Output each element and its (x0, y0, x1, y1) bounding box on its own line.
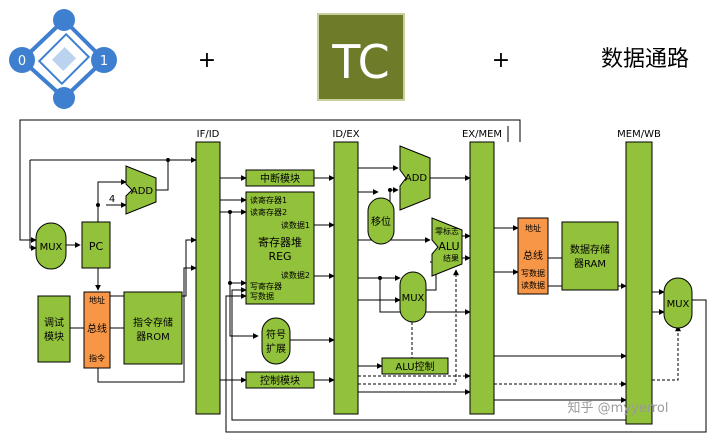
interrupt-module-block (245, 169, 315, 187)
instruction-rom-block (123, 291, 183, 365)
sign-extend-label-1: 符号 (266, 328, 286, 341)
header: 0 1 + TC + 数据通路 (9, 9, 689, 109)
add1-block (125, 165, 157, 215)
add2-block (399, 145, 431, 211)
data-bus-label: 总线 (523, 249, 543, 262)
logo-node-top (53, 9, 75, 31)
reg-write-label: 写寄存器 (250, 281, 282, 291)
add2-label: ADD (405, 173, 428, 184)
ifid-register (195, 141, 221, 415)
mux2-block (399, 271, 427, 323)
bus-label: 总线 (87, 322, 107, 335)
reg-data1-label: 读数据1 (281, 220, 310, 230)
sign-extend-label-2: 扩展 (266, 342, 286, 355)
shift-label: 移位 (371, 215, 391, 228)
reg-title-2: REG (268, 250, 291, 263)
debug-module-label-1: 调试 (44, 316, 64, 329)
junction-dots (96, 158, 392, 285)
register-file-block (245, 191, 315, 305)
plus-sign-1: + (198, 48, 216, 73)
mux3-label: MUX (667, 299, 690, 310)
pc-block (81, 221, 111, 269)
exmem-register (469, 141, 495, 415)
data-bus-wdata-label: 写数据 (521, 268, 545, 278)
reg-read1-label: 读寄存器1 (250, 195, 287, 205)
data-ram-label-1: 数据存储 (570, 243, 610, 256)
ifid-label: IF/ID (197, 129, 220, 140)
control-module-block (245, 371, 315, 389)
debug-module-block (37, 295, 71, 363)
data-bus-rdata-label: 读数据 (521, 280, 545, 290)
const-4-label: 4 (109, 194, 115, 205)
page-title: 数据通路 (601, 47, 689, 72)
data-ram-label-2: 器RAM (574, 258, 606, 270)
alu-block (431, 217, 463, 277)
shift-block (367, 197, 395, 245)
add1-label: ADD (131, 186, 154, 197)
alu-zero-label: 零标志 (435, 226, 459, 236)
logo-node-left (9, 47, 35, 73)
reg-title-1: 寄存器堆 (258, 235, 302, 249)
memwb-register (625, 141, 653, 425)
control-module-label: 控制模块 (260, 374, 300, 387)
bus-instr-label: 指令 (89, 353, 105, 363)
reg-wdata-label: 写数据 (250, 291, 274, 301)
bus-addr-label: 地址 (89, 295, 105, 305)
idex-register (333, 141, 359, 415)
logo-node-right (91, 47, 117, 73)
reg-data2-label: 读数据2 (281, 270, 310, 280)
alu-result-label: 结果 (443, 253, 459, 263)
logo-bit-right: 1 (100, 54, 108, 69)
control-wires (358, 269, 681, 387)
reg-read2-label: 读寄存器2 (250, 207, 287, 217)
data-bus-addr-label: 地址 (525, 223, 541, 233)
network-logo: 0 1 (9, 9, 117, 109)
sign-extend-block (261, 317, 291, 365)
alu-control-label: ALU控制 (395, 360, 434, 373)
debug-module-label-2: 模块 (44, 331, 64, 343)
data-bus-block (517, 217, 549, 295)
bus-block (83, 291, 111, 369)
mux1-label: MUX (40, 242, 63, 253)
plus-sign-2: + (492, 48, 510, 73)
logo-bit-left: 0 (18, 54, 26, 69)
watermark: 知乎 @myyerrol (568, 400, 669, 416)
alu-label: ALU (438, 240, 459, 253)
idex-label: ID/EX (332, 129, 359, 140)
blocks: MUX PC ADD 4 调试 模块 地址 总线 指令 指令存储 器ROM IF… (35, 129, 693, 425)
mux1-block (35, 222, 67, 270)
instruction-rom-label-1: 指令存储 (133, 316, 173, 329)
tc-logo: TC (317, 13, 405, 101)
data-ram-block (561, 221, 619, 291)
exmem-label: EX/MEM (462, 129, 502, 140)
mux2-label: MUX (402, 293, 425, 304)
interrupt-module-label: 中断模块 (260, 172, 300, 185)
mux3-block (663, 277, 693, 329)
alu-control-block (381, 357, 449, 375)
instruction-rom-label-2: 器ROM (136, 331, 169, 343)
tc-logo-text: TC (331, 35, 390, 89)
pc-label: PC (89, 240, 104, 253)
logo-node-bottom (53, 87, 75, 109)
memwb-label: MEM/WB (617, 129, 661, 140)
